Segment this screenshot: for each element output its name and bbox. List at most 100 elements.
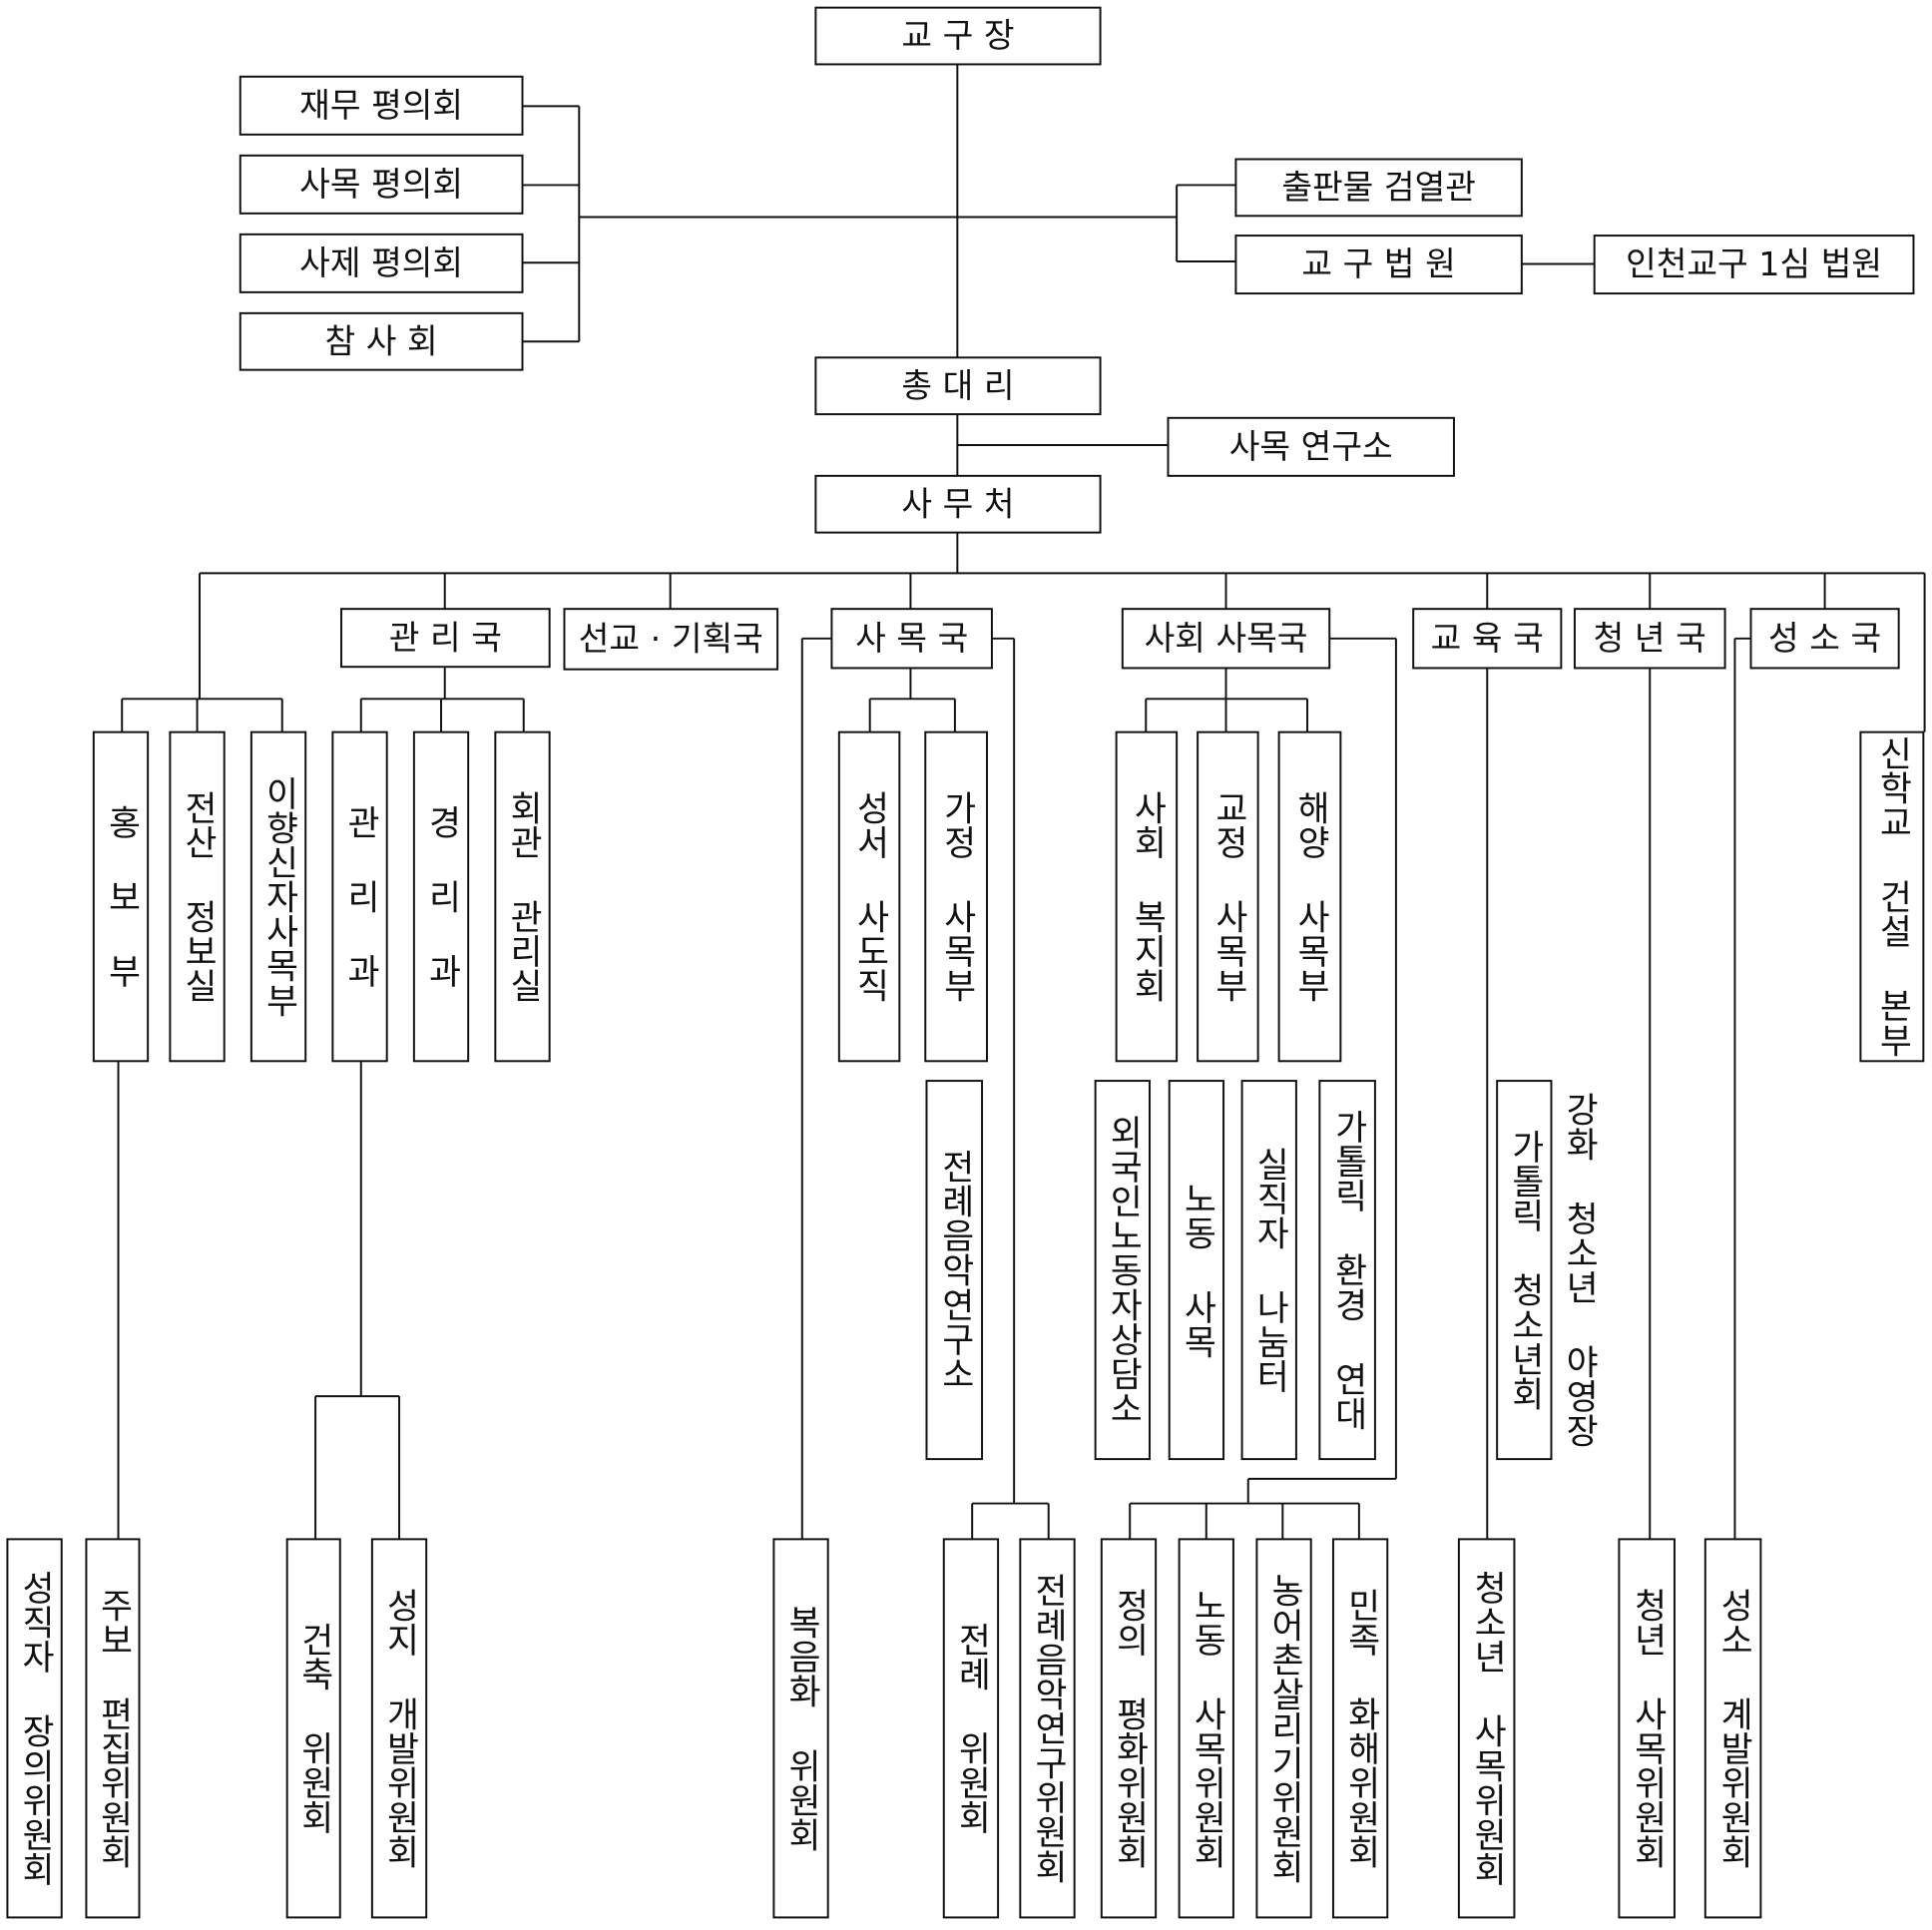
unit-migrant-worker-center: 외국인노동자상담소 (1094, 1080, 1151, 1461)
unit-chancery: 사 무 처 (814, 474, 1102, 534)
unit-shrine-committee: 성지 개발위원회 (370, 1538, 428, 1919)
unit-label: 주보 편집위원회 (93, 1588, 133, 1869)
unit-labor-committee: 노동 사목위원회 (1178, 1538, 1234, 1919)
unit-label: 사목 평의회 (299, 165, 463, 204)
unit-label: 청소년 사목위원회 (1467, 1571, 1507, 1887)
unit-box (169, 730, 226, 1063)
unit-label: 가톨릭 청소년회 (1504, 1130, 1544, 1411)
unit-label: 사목 연구소 (1229, 427, 1393, 466)
unit-box (1240, 1080, 1297, 1461)
unit-box (1100, 1538, 1158, 1919)
connector-lines (117, 64, 1926, 1540)
unit-young-adult-committee: 청년 사목위원회 (1618, 1538, 1676, 1919)
unit-label: 민족 화해위원회 (1340, 1588, 1380, 1869)
unit-label: 관 리 국 (389, 618, 502, 657)
unit-label: 경 리 과 (421, 805, 461, 989)
unit-social-welfare: 사회 복지회 (1115, 730, 1179, 1063)
unit-box (340, 608, 551, 669)
unit-seminary-hq: 신학교 건설 본부 (1859, 730, 1925, 1063)
unit-box (924, 730, 988, 1063)
unit-box (1859, 730, 1925, 1063)
unit-label: 청 년 국 (1594, 619, 1706, 658)
unit-label: 전례음악연구위원회 (1027, 1573, 1067, 1883)
unit-bulletin-committee: 주보 편집위원회 (85, 1538, 141, 1919)
unit-bible-apostolate: 성서 사도직 (837, 730, 901, 1063)
unit-box (830, 608, 993, 670)
unit-catholic-youth: 가톨릭 청소년회 (1496, 1080, 1553, 1461)
unit-label: 가정 사목부 (936, 790, 976, 1003)
unit-label: 사 목 국 (855, 619, 968, 658)
unit-incheon-court: 인천교구 1심 법원 (1593, 235, 1915, 295)
unit-label: 인천교구 1심 법원 (1626, 244, 1882, 283)
unit-box (837, 730, 901, 1063)
unit-vicar-general: 총 대 리 (814, 356, 1102, 416)
unit-education-bureau: 교 육 국 (1412, 608, 1563, 670)
unit-justice-peace-committee: 정의 평화위원회 (1100, 1538, 1158, 1919)
unit-box (1234, 235, 1523, 295)
unit-label: 회관 관리실 (503, 790, 543, 1003)
unit-env-solidarity: 가톨릭 환경 연대 (1318, 1080, 1376, 1461)
unit-liturgy-committee: 전례 위원회 (942, 1538, 1000, 1919)
unit-label: 전산 정보실 (178, 790, 218, 1003)
unit-box (239, 311, 524, 371)
unit-box (92, 730, 150, 1063)
unit-label: 교 구 법 원 (1301, 244, 1455, 283)
unit-label: 신학교 건설 본부 (1872, 735, 1912, 1057)
unit-box (1412, 608, 1563, 670)
unit-label: 정의 평화위원회 (1109, 1588, 1149, 1869)
unit-label: 성직자 장의위원회 (15, 1571, 55, 1887)
unit-box (1167, 416, 1455, 477)
unit-box (1121, 608, 1331, 670)
unit-construction-committee: 건축 위원회 (285, 1538, 341, 1919)
unit-label: 복음화 위원회 (781, 1605, 821, 1851)
unit-box (814, 474, 1102, 534)
unit-box (1618, 1538, 1676, 1919)
unit-box (239, 75, 524, 136)
unit-box (85, 1538, 141, 1919)
unit-censor: 출판물 검열관 (1234, 158, 1523, 218)
unit-label: 청년 사목위원회 (1627, 1588, 1667, 1869)
unit-liturgical-music-inst: 전례음악연구소 (925, 1080, 984, 1461)
unit-vocation-bureau: 성 소 국 (1749, 608, 1900, 670)
unit-migrant-dept: 이향신자사목부 (249, 730, 307, 1063)
unit-label: 성지 개발위원회 (379, 1588, 419, 1869)
unit-family-dept: 가정 사목부 (924, 730, 988, 1063)
unit-label: 교정 사목부 (1208, 790, 1247, 1003)
unit-box (494, 730, 551, 1063)
unit-label: 재무 평의회 (299, 86, 463, 125)
unit-finance-council: 재무 평의회 (239, 75, 524, 136)
unit-label: 성소 계발위원회 (1713, 1588, 1753, 1869)
unit-bishop: 교 구 장 (814, 6, 1102, 66)
unit-label: 참 사 회 (325, 321, 438, 360)
unit-box (1573, 608, 1726, 670)
unit-clergy-funeral: 성직자 장의위원회 (6, 1538, 63, 1919)
unit-pastoral-bureau: 사 목 국 (830, 608, 993, 670)
unit-label: 외국인노동자상담소 (1103, 1115, 1143, 1425)
unit-box (1255, 1538, 1312, 1919)
unit-label: 사 무 처 (901, 484, 1014, 523)
unit-box (331, 730, 388, 1063)
unit-label: 홍 보 부 (101, 805, 141, 989)
unit-label: 사회 사목국 (1145, 619, 1308, 658)
unit-pastoral-institute: 사목 연구소 (1167, 416, 1455, 477)
unit-label: 총 대 리 (901, 366, 1014, 405)
unit-label: 사제 평의회 (299, 243, 463, 282)
unit-box (239, 154, 524, 215)
unit-box (1331, 1538, 1389, 1919)
unit-box (814, 356, 1102, 416)
unit-box (925, 1080, 984, 1461)
unit-box (6, 1538, 63, 1919)
unit-box (1703, 1538, 1762, 1919)
unit-label: 성 소 국 (1768, 619, 1881, 658)
unit-mgmt-section: 관 리 과 (331, 730, 388, 1063)
unit-box (563, 608, 779, 671)
unit-reconciliation-committee: 민족 화해위원회 (1331, 1538, 1389, 1919)
unit-label: 전례음악연구소 (934, 1150, 974, 1391)
unit-pr-dept: 홍 보 부 (92, 730, 150, 1063)
unit-ganghwa-camp: 강화 청소년 야영장 (1559, 1092, 1599, 1448)
unit-box (412, 730, 470, 1063)
unit-box (814, 6, 1102, 66)
unit-box (1277, 730, 1342, 1063)
